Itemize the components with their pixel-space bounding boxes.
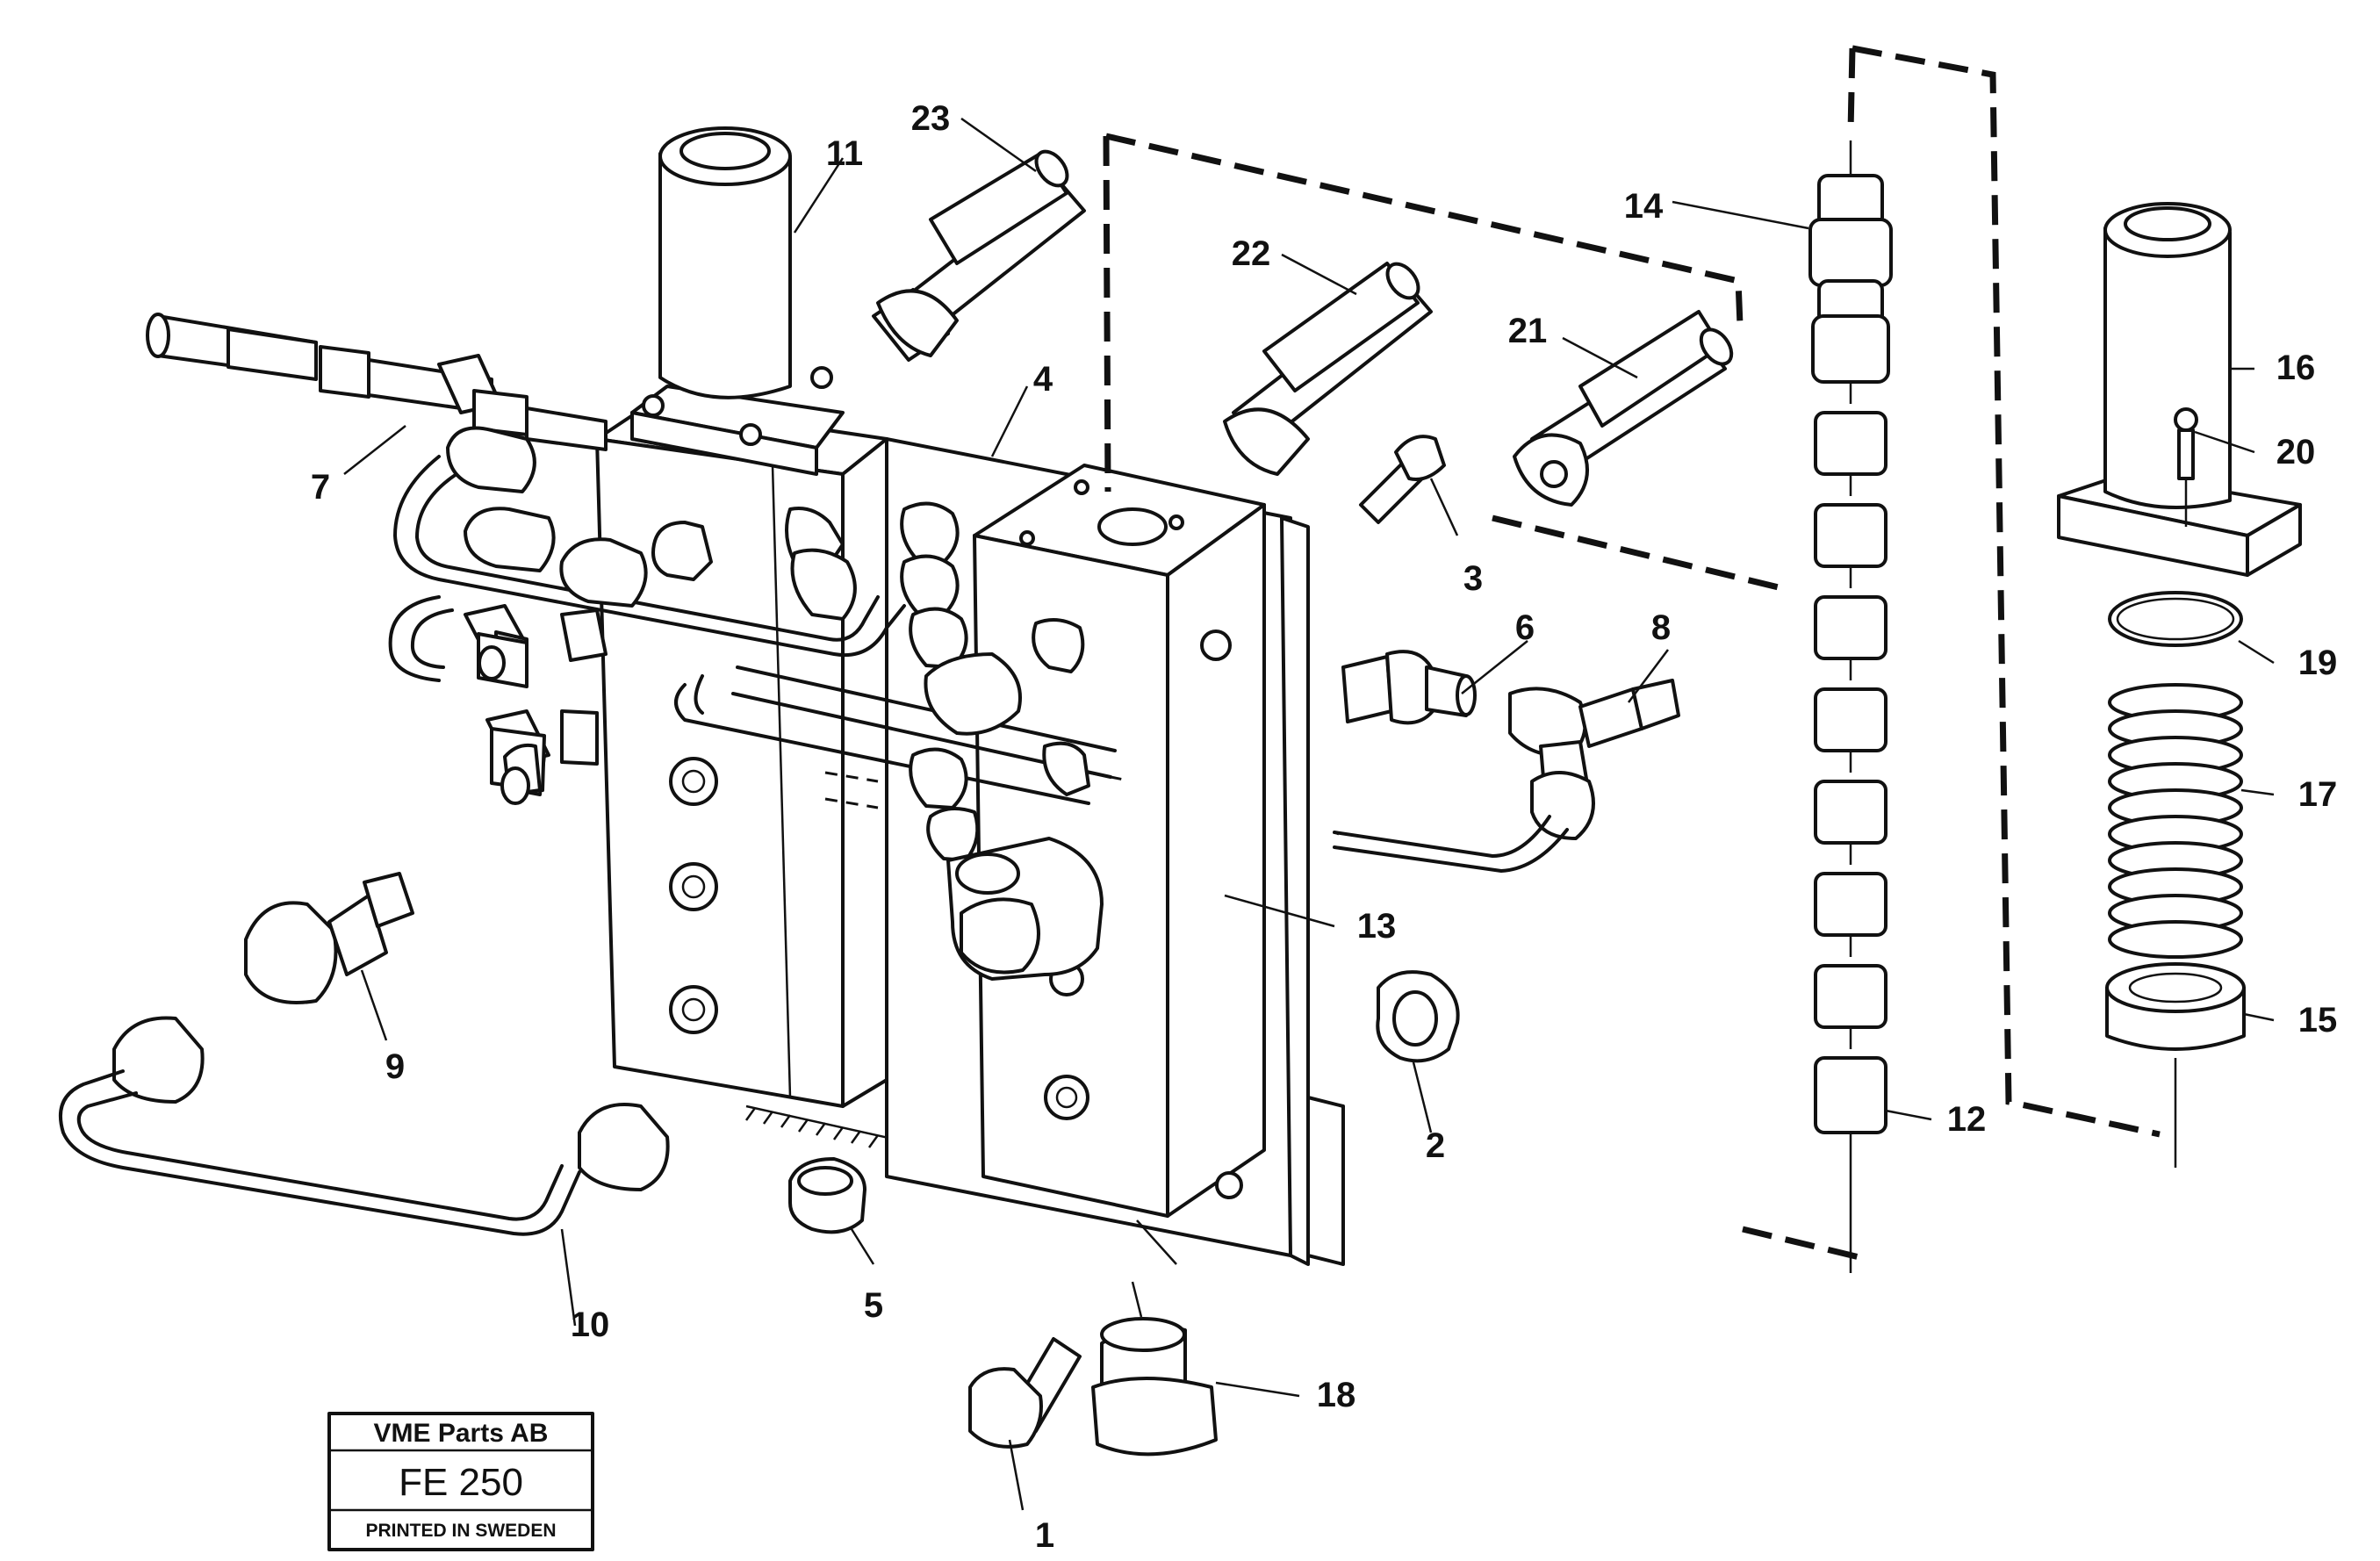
part-20-screw: [2174, 407, 2198, 527]
callout-13: 13: [1357, 907, 1397, 946]
part-21-hose: [1513, 310, 1734, 507]
part-15-sleeve: [2105, 962, 2246, 1168]
part-6-adapter: [1341, 650, 1477, 725]
right-valve-block: [973, 464, 1266, 1218]
callout-23: 23: [911, 99, 951, 138]
callout-14: 14: [1624, 187, 1664, 226]
callout-20: 20: [2276, 433, 2316, 471]
callout-16: 16: [2276, 349, 2316, 387]
part-19-oring: [2108, 591, 2243, 647]
callout-17: 17: [2298, 775, 2338, 814]
part-16-solenoid: [2057, 202, 2302, 577]
part-14-12-valve-stack: [1808, 140, 1893, 1273]
callout-15: 15: [2298, 1001, 2338, 1039]
callout-18: 18: [1317, 1376, 1356, 1414]
callout-labels: 1 2 3 4 5 6 7 8 9 10 11 12 13 14 15 16 1…: [311, 99, 2337, 1555]
callout-10: 10: [571, 1306, 610, 1344]
callout-22: 22: [1232, 234, 1271, 273]
part-2-nut: [1376, 970, 1460, 1063]
part-1-bolt: [968, 1337, 1082, 1449]
stamp-company: VME Parts AB: [374, 1419, 549, 1448]
part-22-hose: [1223, 262, 1433, 476]
leader-lines: [343, 117, 2275, 1511]
solenoid-11: [630, 126, 845, 476]
part-3-bolt: [1359, 435, 1446, 524]
part-23-hose: [872, 149, 1086, 362]
callout-6: 6: [1515, 608, 1535, 647]
callout-5: 5: [864, 1286, 883, 1325]
part-8-tee: [1333, 679, 1680, 873]
callout-1: 1: [1035, 1516, 1054, 1555]
callout-9: 9: [385, 1047, 405, 1086]
callout-8: 8: [1651, 608, 1671, 647]
left-valve-block: [595, 402, 888, 1108]
callout-7: 7: [311, 468, 330, 507]
callout-19: 19: [2298, 644, 2338, 682]
part-18-plug: [1091, 1317, 1218, 1457]
stamp-code: FE 250: [399, 1461, 523, 1504]
vme-parts-stamp: VME Parts AB FE 250 PRINTED IN SWEDEN: [327, 1412, 594, 1551]
pipe-network: [146, 313, 1125, 981]
part-10-pipe: [58, 1016, 670, 1236]
callout-4: 4: [1033, 360, 1053, 399]
part-17-spring: [2108, 683, 2243, 959]
stamp-printed: PRINTED IN SWEDEN: [365, 1521, 556, 1541]
callout-2: 2: [1426, 1126, 1445, 1165]
callout-21: 21: [1508, 312, 1548, 350]
callout-11: 11: [826, 134, 863, 173]
dashed-group-outlines: [1103, 45, 2161, 1261]
part-9-fitting: [244, 872, 414, 1004]
callout-12: 12: [1947, 1100, 1987, 1139]
callout-3: 3: [1463, 559, 1483, 598]
part-5-plug: [788, 1157, 866, 1234]
